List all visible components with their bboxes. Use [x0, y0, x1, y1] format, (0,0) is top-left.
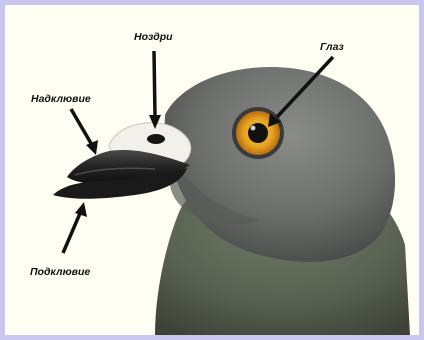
- upper-beak-pointer: [71, 109, 98, 155]
- eye-pupil: [248, 123, 268, 143]
- eye-glint: [251, 126, 256, 131]
- eye-label: Глаз: [320, 41, 344, 53]
- pigeon-head-illustration: [5, 5, 419, 335]
- nostril-label: Ноздри: [134, 31, 173, 43]
- upper-beak-label: Надклювие: [31, 93, 91, 105]
- lower-beak-pointer: [63, 202, 87, 253]
- lower-beak-label: Подклювие: [30, 266, 90, 278]
- nostril-shape: [147, 134, 165, 144]
- nostril-pointer: [149, 51, 161, 129]
